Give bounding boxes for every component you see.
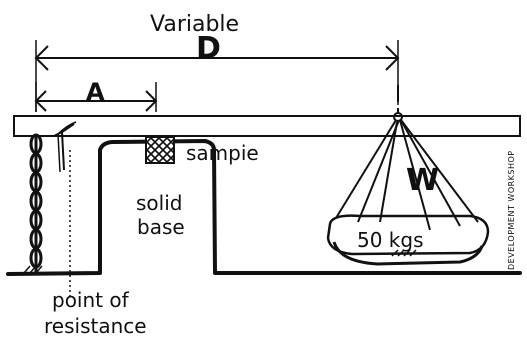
label-point-of: point of	[52, 288, 130, 312]
label-resistance: resistance	[44, 314, 147, 338]
hanging-weight	[326, 85, 490, 266]
label-mass: 50 kgs	[357, 228, 424, 252]
sample-block	[145, 136, 175, 164]
label-side-credit: DEVELOPMENT WORKSHOP	[507, 150, 516, 270]
chain-anchor	[29, 133, 43, 272]
label-distance-d: D	[196, 31, 221, 66]
label-sample: sampie	[186, 141, 259, 165]
dimension-a	[34, 82, 158, 112]
rotation-arrow-body	[57, 121, 77, 173]
rotation-arrow	[53, 123, 75, 171]
label-solid: solid	[136, 191, 182, 215]
label-distance-a: A	[86, 78, 105, 106]
ground-line	[6, 139, 522, 276]
dimension-d	[34, 40, 400, 112]
label-base: base	[137, 215, 185, 239]
label-variable: Variable	[150, 12, 239, 37]
beam	[13, 115, 521, 137]
